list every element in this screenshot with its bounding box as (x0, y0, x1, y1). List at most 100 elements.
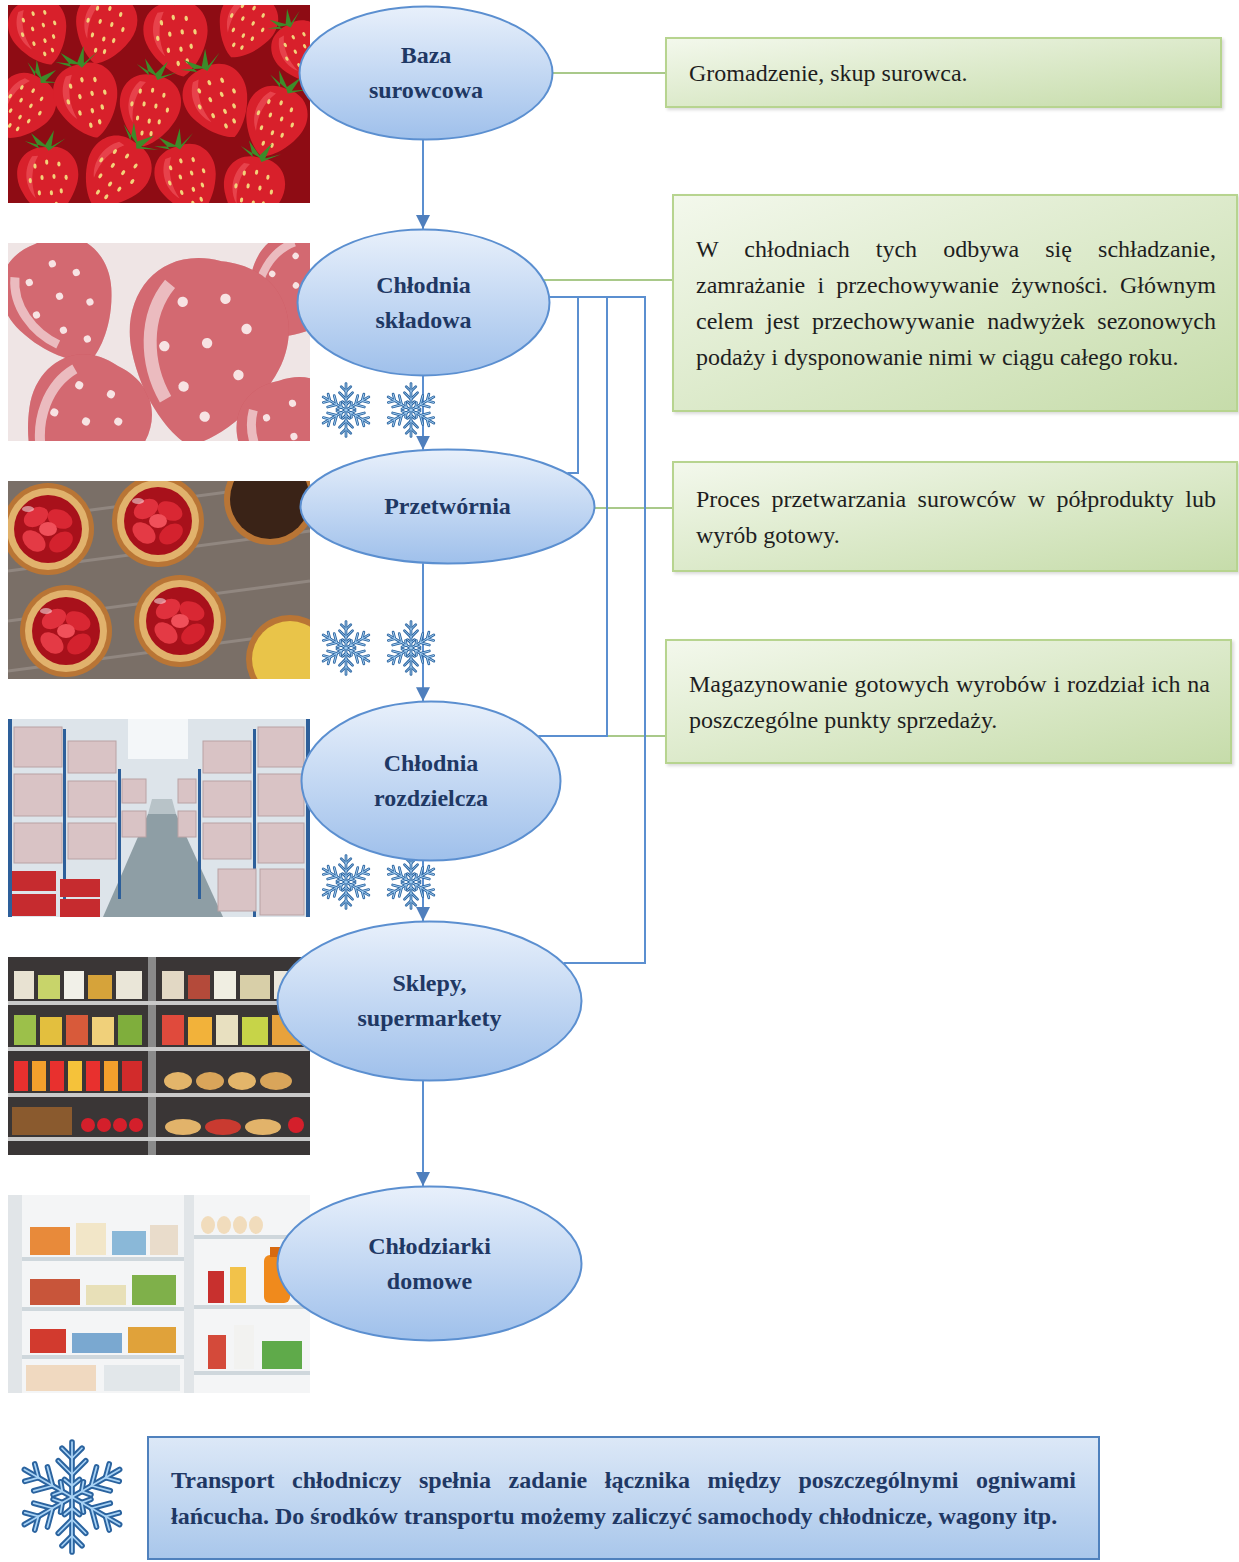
supermarket-photo (81, 1118, 95, 1132)
cold-store-photo (14, 774, 62, 816)
text-holder: Chłodnia składowa (341, 268, 506, 338)
cold-store-photo (178, 811, 196, 837)
fridge-photo (26, 1365, 96, 1391)
ellipse-outline (300, 700, 562, 862)
supermarket-photo (118, 1015, 142, 1045)
supermarket-photo (40, 1017, 62, 1045)
cold-store-photo (260, 869, 304, 915)
fridge-photo (30, 1279, 80, 1305)
fridge-photo (262, 1341, 302, 1369)
supermarket-photo (8, 1001, 310, 1141)
text-holder: Proces przetwarzania surowców w półprodu… (696, 481, 1216, 553)
supermarket-photo (113, 1118, 127, 1132)
stage-ellipse: Chłodziarki domowe (276, 1185, 583, 1342)
supermarket-photo (12, 1107, 72, 1135)
supermarket-photo (50, 1061, 64, 1091)
ellipse-outline (301, 450, 595, 564)
supermarket-photo (8, 1137, 310, 1141)
tarts-photo (230, 481, 310, 539)
strawberries-photo (14, 129, 83, 203)
cold-store-photo (118, 769, 121, 899)
supermarket-photo (92, 1017, 114, 1045)
supermarket-photo (86, 1061, 100, 1091)
supermarket-photo (164, 1072, 192, 1090)
supermarket-photo (32, 1061, 46, 1091)
supermarket-photo (162, 1015, 184, 1045)
cold-store-photo (218, 869, 256, 911)
cold-store-photo (68, 741, 116, 773)
text-holder: Sklepy, supermarkety (347, 966, 512, 1036)
strawberries-photo (42, 40, 128, 146)
supermarket-photo (64, 971, 84, 999)
fridge-photo (132, 1275, 176, 1305)
snowflake-icon (320, 622, 372, 675)
ellipse-outline (276, 1185, 583, 1342)
supermarket-photo (88, 975, 112, 999)
cold-store-photo (60, 879, 100, 897)
ellipse-outline (300, 7, 553, 140)
snowflake-icon (385, 384, 437, 437)
flow-connector (550, 297, 578, 473)
cold-store-photo (8, 719, 12, 917)
supermarket-photo (245, 1119, 281, 1135)
fridge-photo (234, 1325, 254, 1369)
strawberries-photo (233, 63, 310, 167)
leader-line (553, 72, 665, 74)
fridge-photo (22, 1307, 184, 1311)
frozen-strawberries-photo (8, 243, 310, 441)
supermarket-photo (14, 1015, 36, 1045)
fridge-photo (208, 1335, 226, 1369)
cold-store-photo (203, 741, 251, 773)
flow-connector (422, 376, 424, 450)
cold-store-photo (12, 871, 56, 891)
fridge-photo (150, 1225, 178, 1255)
ellipse-outline (276, 920, 583, 1082)
supermarket-photo (12, 971, 304, 1135)
cold-store-photo (14, 823, 62, 863)
description-text: Magazynowanie gotowych wyrobów i rozdzia… (689, 666, 1210, 738)
snowflake-icon (320, 856, 372, 909)
supermarket-photo (38, 975, 60, 999)
supermarket-photo (288, 1117, 304, 1133)
text-holder: Magazynowanie gotowych wyrobów i rozdzia… (689, 666, 1210, 738)
description-text: Proces przetwarzania surowców w półprodu… (696, 481, 1216, 553)
fridge-photo (194, 1371, 310, 1375)
cold-store-photo (12, 894, 56, 916)
fridge-photo (22, 1257, 184, 1261)
stage-label: Chłodziarki domowe (347, 1229, 512, 1299)
cold-store-photo (14, 727, 304, 915)
fridge-photo (112, 1231, 146, 1255)
fridge-photo (233, 1216, 247, 1234)
flow-connector (422, 140, 424, 229)
fridge-photo (104, 1365, 180, 1391)
fridge-photo (8, 1195, 22, 1393)
fridge-photo (194, 1305, 310, 1309)
cold-store-photo (68, 823, 116, 859)
legend-sample (17, 1442, 126, 1552)
frozen-strawberries-photo (226, 366, 310, 441)
cold-store-photo (122, 779, 146, 803)
tarts-photo (252, 621, 310, 679)
supermarket-photo (188, 1017, 212, 1045)
cold-store-photo (258, 774, 304, 816)
cold-store-photo (148, 799, 176, 814)
flow-connector (422, 563, 424, 701)
supermarket-photo (104, 1061, 118, 1091)
stage-ellipse: Przetwórnia (299, 448, 596, 565)
cold-store-photo (60, 899, 100, 917)
snowflake-icon (385, 622, 437, 675)
ellipse-outline (278, 922, 582, 1081)
description-text: Gromadzenie, skup surowca. (689, 55, 1200, 91)
cold-store-photo (128, 719, 188, 759)
stage-label: Chłodnia rozdzielcza (349, 746, 514, 816)
cold-store-photo (178, 779, 196, 803)
text-holder: Przetwórnia (384, 489, 511, 524)
stage-ellipse: Chłodnia rozdzielcza (300, 700, 562, 862)
stage-label: Baza surowcowa (344, 38, 509, 108)
text-holder: Baza surowcowa (344, 38, 509, 108)
fridge-photo (128, 1327, 176, 1353)
cold-store-photo (306, 719, 310, 917)
cold-store-photo (258, 727, 304, 767)
ellipse-outline (278, 1187, 582, 1341)
